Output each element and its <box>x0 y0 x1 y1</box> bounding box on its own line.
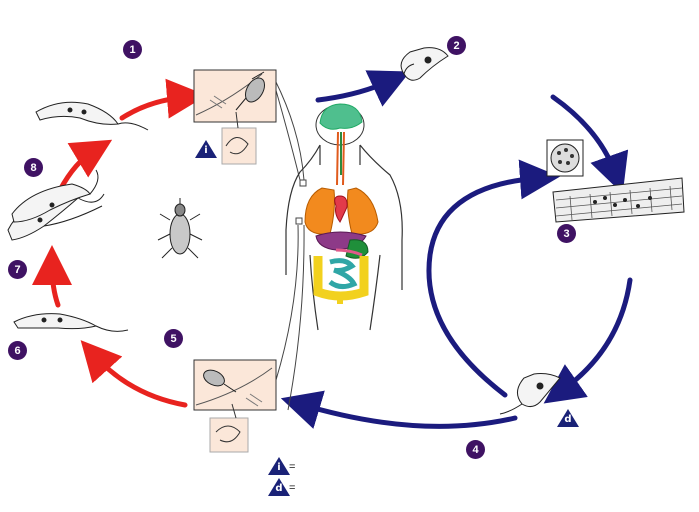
step-badge-2: 2 <box>447 36 466 55</box>
epimastigote-step6 <box>13 313 129 332</box>
bite-inset-top <box>193 69 277 165</box>
bug-bite-icon <box>203 369 237 393</box>
vector-stages <box>7 101 203 332</box>
triatomine-bug-icon <box>157 198 203 259</box>
arrow-step5-to-step6 <box>80 340 188 408</box>
stomach <box>345 239 369 259</box>
infective-stage-marker: i <box>195 140 217 158</box>
arrow-step8-to-bite <box>119 78 207 121</box>
step-badge-5: 5 <box>164 329 183 348</box>
pancreas <box>335 248 363 257</box>
diagnostic-stage-marker: d <box>557 409 579 427</box>
arrow-step2-to-step3 <box>550 94 629 194</box>
infected-cell-step3 <box>546 139 685 223</box>
brain <box>319 103 363 130</box>
legend-diagnostic-icon: d <box>268 478 290 496</box>
esophagus <box>336 131 345 186</box>
body-outline <box>285 144 403 331</box>
step-badge-7: 7 <box>8 260 27 279</box>
heart <box>334 195 348 223</box>
bite-inset-bottom <box>193 359 277 453</box>
arrow-step7-to-step8 <box>57 139 113 193</box>
arrow-step6-to-step7 <box>32 245 73 308</box>
trypomastigote-step2 <box>400 47 449 81</box>
legend-diagnostic-text: = <box>289 482 296 494</box>
human-host-illustration <box>285 103 403 331</box>
small-intestine <box>328 258 358 290</box>
step-badge-1: 1 <box>123 40 142 59</box>
arrow-step3-to-step4 <box>543 277 633 404</box>
arrow-step4-to-bite <box>280 390 518 429</box>
lung-left <box>304 187 335 235</box>
trypomastigote-step4 <box>499 373 561 415</box>
arrow-host-to-step2 <box>315 70 411 107</box>
bug-feeding-icon <box>235 71 265 111</box>
lung-right <box>347 187 379 235</box>
step-badge-8: 8 <box>24 158 43 177</box>
metacyclic-trypomastigote-step8 <box>35 101 149 131</box>
step-badge-6: 6 <box>8 341 27 360</box>
arrow-step4-to-cell <box>426 159 560 398</box>
legend-infective-text: = <box>289 461 296 473</box>
step-badge-4: 4 <box>466 440 485 459</box>
vector-cycle-arrows <box>32 78 207 408</box>
legend-infective-icon: i <box>268 457 290 475</box>
epimastigotes-step7 <box>7 169 105 241</box>
human-cycle-arrows <box>280 70 633 429</box>
step-badge-3: 3 <box>557 224 576 243</box>
